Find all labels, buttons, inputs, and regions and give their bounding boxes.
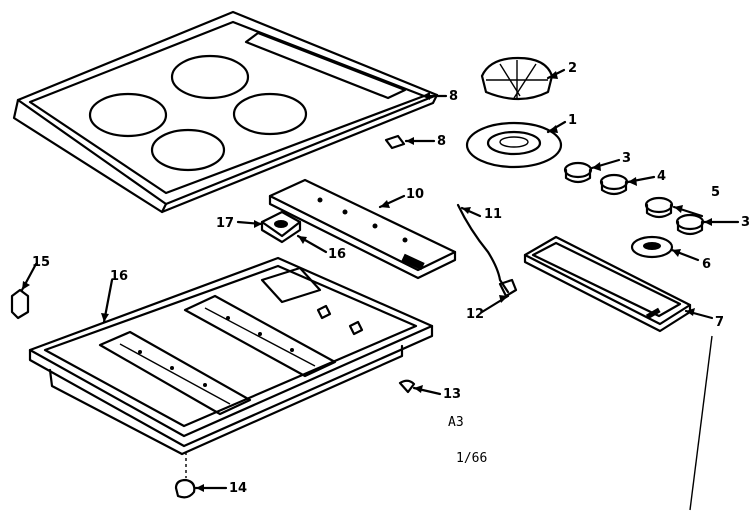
- burner-opening-2: [88, 92, 168, 138]
- callout-label: 7: [715, 315, 724, 330]
- cooktop-frame: [12, 10, 439, 214]
- burner-opening-1: [170, 54, 250, 100]
- callout-label: 6: [702, 257, 711, 272]
- valve-bracket: [260, 210, 302, 244]
- burner-box: [28, 256, 434, 456]
- callout-label: 3: [622, 151, 631, 166]
- knob-disc: [630, 235, 674, 259]
- callout-label: 5: [711, 185, 720, 200]
- callout-label: 1: [568, 113, 577, 128]
- callout-label: 13: [443, 387, 461, 402]
- burner-cap: [480, 56, 554, 101]
- igniter-wire: [456, 203, 518, 298]
- burner-opening-3: [232, 92, 308, 136]
- callout-label: 16: [328, 247, 346, 262]
- callout-label: 8: [437, 134, 446, 149]
- callout-label: 8: [449, 89, 458, 104]
- page-number: 1/66: [456, 451, 487, 466]
- control-panel: [523, 235, 692, 333]
- small-parts: [10, 134, 416, 499]
- callout-label: 14: [229, 481, 247, 496]
- control-panel-slot: [244, 31, 407, 100]
- callout-label: 11: [484, 207, 502, 222]
- callout-label: 10: [406, 187, 424, 202]
- control-knobs: [563, 161, 705, 259]
- callout-label: 2: [568, 61, 577, 76]
- reference-code: A3: [448, 415, 464, 430]
- callout-arrows: [20, 68, 740, 492]
- wire-clip: [498, 278, 518, 298]
- callout-label: 3: [741, 215, 750, 230]
- panel-leader-line: [689, 335, 713, 511]
- callout-label: 4: [657, 169, 666, 184]
- callout-label: 12: [466, 307, 484, 322]
- callout-label: 17: [216, 216, 234, 231]
- burner-ring: [465, 121, 563, 169]
- callout-labels: 2 1 3 4 5 3 6 7 8 8 10 11 12 13 14 15 16…: [32, 61, 750, 496]
- burner-opening-4: [150, 128, 226, 172]
- callout-label: 16: [110, 269, 128, 284]
- burner-tube-right: [183, 294, 337, 378]
- burner-tube-left: [98, 330, 252, 416]
- callout-label: 15: [32, 255, 50, 270]
- manifold-bar: [268, 178, 457, 280]
